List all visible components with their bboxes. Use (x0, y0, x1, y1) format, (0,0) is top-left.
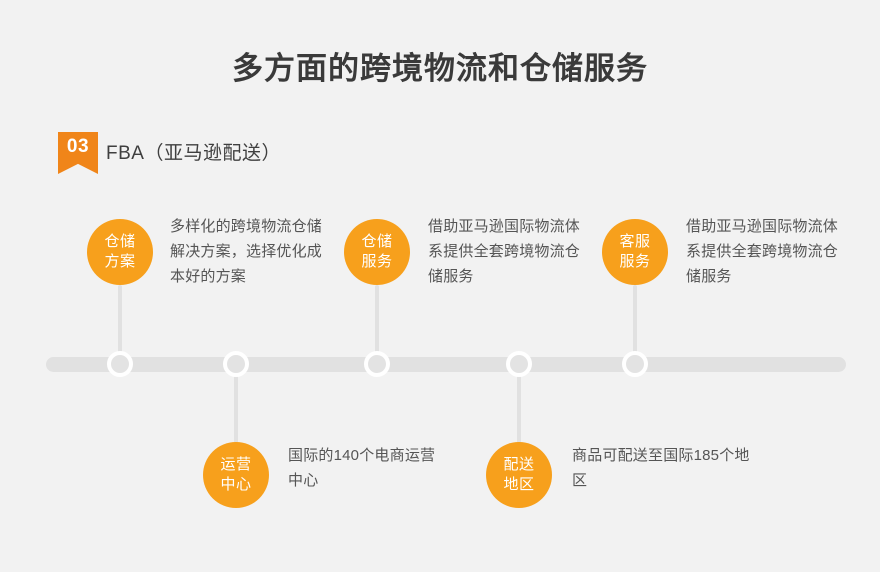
connector-stem-customer-service (633, 285, 637, 360)
bubble-label-line2: 地区 (503, 476, 535, 493)
timeline-node-customer-service[interactable] (622, 351, 648, 377)
connector-stem-operation-center (234, 366, 238, 451)
bubble-label-line1: 客服 (619, 233, 651, 250)
bubble-label-line1: 运营 (220, 456, 252, 473)
bubble-operation-center[interactable]: 运营 中心 (203, 442, 269, 508)
description-operation-center: 国际的140个电商运营中心 (288, 447, 436, 489)
bubble-label-line1: 仓储 (361, 233, 393, 250)
connector-stem-delivery-region (517, 366, 521, 451)
bubble-customer-service[interactable]: 客服 服务 (602, 219, 668, 285)
page-title: 多方面的跨境物流和仓储服务 (232, 51, 648, 86)
description-customer-service: 借助亚马逊国际物流体系提供全套跨境物流仓储服务 (686, 218, 839, 285)
timeline-rail (46, 357, 846, 372)
bubble-warehouse-service[interactable]: 仓储 服务 (344, 219, 410, 285)
section-label: FBA（亚马逊配送） (106, 143, 281, 164)
bubble-label-line2: 方案 (104, 253, 136, 270)
timeline-node-warehouse-service[interactable] (364, 351, 390, 377)
timeline-node-operation-center[interactable] (223, 351, 249, 377)
bubble-label-line2: 服务 (361, 253, 393, 270)
bubble-delivery-region[interactable]: 配送 地区 (486, 442, 552, 508)
description-delivery-region: 商品可配送至国际185个地区 (572, 447, 750, 489)
bubble-label-line1: 仓储 (104, 233, 136, 250)
bubble-label-line1: 配送 (503, 456, 535, 473)
section-number-badge: 03 (58, 132, 98, 174)
bubble-warehouse-solution[interactable]: 仓储 方案 (87, 219, 153, 285)
timeline-node-delivery-region[interactable] (506, 351, 532, 377)
timeline-node-warehouse-solution[interactable] (107, 351, 133, 377)
connector-stem-warehouse-service (375, 285, 379, 360)
bubble-label-line2: 中心 (220, 476, 252, 493)
description-warehouse-service: 借助亚马逊国际物流体系提供全套跨境物流仓储服务 (428, 218, 581, 285)
description-warehouse-solution: 多样化的跨境物流仓储解决方案，选择优化成本好的方案 (170, 218, 323, 285)
bubble-label-line2: 服务 (619, 253, 651, 270)
connector-stem-warehouse-solution (118, 285, 122, 360)
